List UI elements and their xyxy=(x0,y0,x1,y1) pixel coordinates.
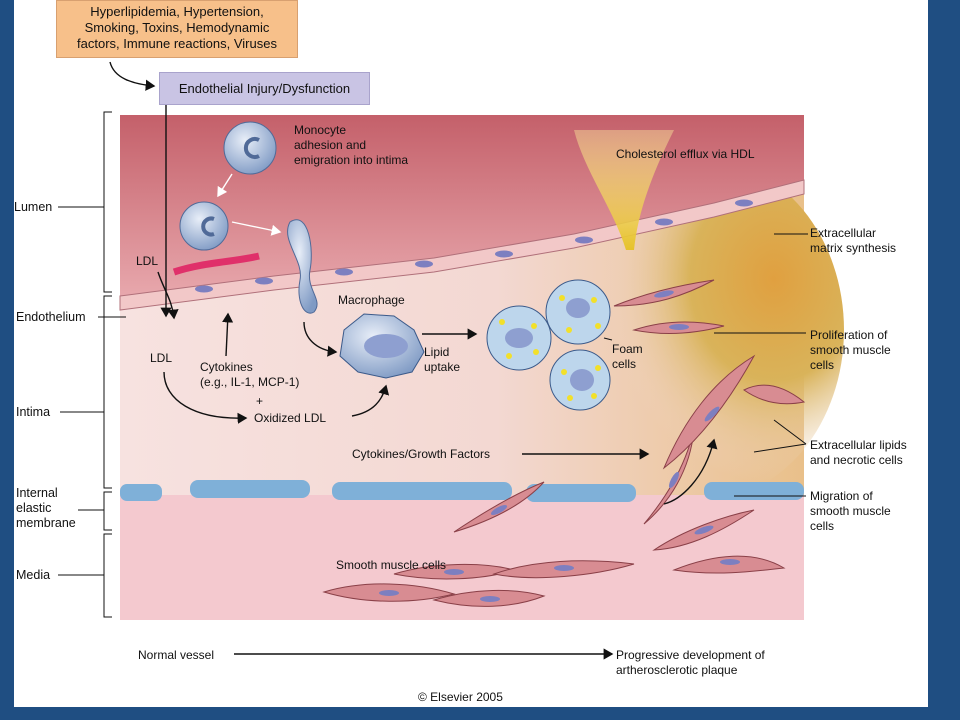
internal-elastic-membrane-label: Internal elastic membrane xyxy=(16,486,76,530)
endothelium-label: Endothelium xyxy=(16,310,86,324)
cytokines-label: Cytokines (e.g., IL-1, MCP-1) xyxy=(200,360,300,389)
lipid-uptake-label: Lipid uptake xyxy=(424,345,461,374)
macrophage-nucleus xyxy=(364,334,408,358)
media-label: Media xyxy=(16,568,51,582)
hdl-efflux-plume xyxy=(574,130,674,250)
cholesterol-efflux-label: Cholesterol efflux via HDL xyxy=(616,147,755,161)
endothelium-layer xyxy=(119,179,805,311)
lumen-arrows xyxy=(217,173,282,236)
risk-factors-box: Hyperlipidemia, Hypertension, Smoking, T… xyxy=(56,0,298,58)
extracellular-lipids-label: Extracellular lipids and necrotic cells xyxy=(810,438,907,467)
smooth-muscle-cells-label: Smooth muscle cells xyxy=(336,558,447,572)
normal-vessel-label: Normal vessel xyxy=(138,648,215,662)
ldl-lumen-label: LDL xyxy=(136,254,159,268)
adhesion-molecules xyxy=(172,252,260,276)
slide: Hyperlipidemia, Hypertension, Smoking, T… xyxy=(14,0,928,707)
emigrating-monocyte xyxy=(287,219,318,314)
macrophage-label: Macrophage xyxy=(338,293,405,307)
smooth-muscle-nuclei xyxy=(379,290,740,602)
oxidized-ldl-label: Oxidized LDL xyxy=(254,411,327,425)
monocyte-nucleus xyxy=(243,137,260,159)
endothelial-nuclei xyxy=(195,199,753,293)
lumen-label: Lumen xyxy=(14,200,53,214)
layer-brackets xyxy=(58,111,126,618)
ldl-intima-label: LDL xyxy=(150,351,173,365)
intima-label: Intima xyxy=(16,405,51,419)
progressive-development-label: Progressive development of artherosclero… xyxy=(616,648,765,677)
ecm-synthesis-label: Extracellular matrix synthesis xyxy=(810,226,897,255)
growth-factors-label: Cytokines/Growth Factors xyxy=(352,447,491,461)
migration-label: Migration of smooth muscle cells xyxy=(810,489,891,533)
atherosclerosis-illustration xyxy=(58,61,844,660)
monocyte-cell xyxy=(223,121,277,175)
monocyte-label: Monocyte adhesion and emigration into in… xyxy=(294,123,409,167)
leader-lines xyxy=(603,233,808,497)
adhering-monocyte-nucleus xyxy=(201,216,215,237)
endothelial-injury-box: Endothelial Injury/Dysfunction xyxy=(159,72,370,105)
flow-arrows xyxy=(109,61,718,660)
foam-cells-label: Foam cells xyxy=(612,342,643,371)
foam-cells xyxy=(486,279,611,411)
proliferation-label: Proliferation of smooth muscle cells xyxy=(810,328,891,372)
internal-elastic-membrane xyxy=(120,480,804,502)
plus-sign: + xyxy=(256,394,264,408)
copyright-label: © Elsevier 2005 xyxy=(418,690,503,704)
